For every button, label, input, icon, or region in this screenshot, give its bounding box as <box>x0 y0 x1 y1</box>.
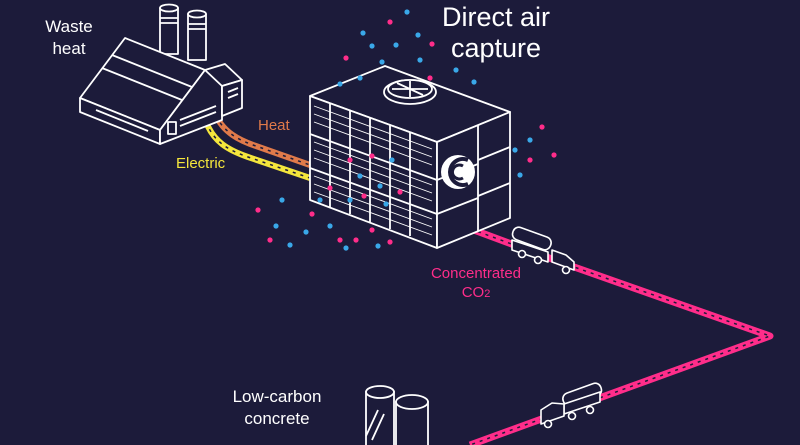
particle-pink <box>347 157 353 163</box>
particle-pink <box>327 185 333 191</box>
particle-blue <box>337 81 343 87</box>
particle-blue <box>347 197 353 203</box>
particle-pink <box>267 237 273 243</box>
silo-icon <box>365 385 429 445</box>
particle-blue <box>327 223 333 229</box>
particle-blue <box>415 32 421 38</box>
particle-blue <box>375 243 381 249</box>
particle-blue <box>287 242 293 248</box>
particle-blue <box>404 9 410 15</box>
label-low-carbon-concrete: Low-carbon concrete <box>212 386 342 430</box>
particle-blue <box>343 245 349 251</box>
particle-blue <box>377 183 383 189</box>
particle-blue <box>357 173 363 179</box>
label-concentrated-co2: Concentrated CO2 <box>416 264 536 304</box>
co2-subscript: 2 <box>484 288 491 300</box>
particle-blue <box>369 43 375 49</box>
title-line-2: capture <box>450 33 542 63</box>
particle-blue <box>389 157 395 163</box>
particle-pink <box>397 189 403 195</box>
co2-text: CO <box>461 284 485 301</box>
dac-unit <box>309 65 511 249</box>
particle-blue <box>383 201 389 207</box>
particle-pink <box>361 193 367 199</box>
particle-pink <box>551 152 557 158</box>
climeworks-c-logo <box>441 155 475 189</box>
tanker-truck-icon-2 <box>540 382 603 429</box>
waste-heat-line-1: Waste <box>45 17 93 36</box>
title-direct-air-capture: Direct air capture <box>426 2 566 64</box>
particle-pink <box>429 41 435 47</box>
particle-blue <box>317 197 323 203</box>
particle-blue <box>517 172 523 178</box>
tanker-truck-icon <box>511 226 575 275</box>
co2-pipeline <box>461 222 774 445</box>
concentrated-line-1: Concentrated <box>430 265 522 282</box>
particle-pink <box>309 211 315 217</box>
particle-blue <box>379 59 385 65</box>
particle-pink <box>343 55 349 61</box>
particle-pink <box>255 207 261 213</box>
particle-pink <box>427 75 433 81</box>
label-heat: Heat <box>258 117 290 134</box>
particle-blue <box>360 30 366 36</box>
particle-blue <box>303 229 309 235</box>
particle-blue <box>273 223 279 229</box>
title-line-1: Direct air <box>441 2 550 32</box>
particle-pink <box>353 237 359 243</box>
co2-particles <box>255 9 557 251</box>
waste-heat-line-2: heat <box>52 39 86 58</box>
concrete-line-1: Low-carbon <box>232 387 322 406</box>
particle-pink <box>387 239 393 245</box>
factory-icon <box>79 3 243 145</box>
particle-pink <box>337 237 343 243</box>
particle-pink <box>369 153 375 159</box>
particle-pink <box>527 157 533 163</box>
particle-blue <box>453 67 459 73</box>
particle-blue <box>417 57 423 63</box>
particle-blue <box>527 137 533 143</box>
particle-pink <box>539 124 545 130</box>
particle-pink <box>369 227 375 233</box>
particle-blue <box>471 79 477 85</box>
concentrated-line-2: CO2 <box>416 283 536 304</box>
label-electric: Electric <box>176 155 226 172</box>
fan-icon <box>383 79 437 105</box>
particle-pink <box>387 19 393 25</box>
label-waste-heat: Waste heat <box>34 16 104 60</box>
particle-blue <box>357 75 363 81</box>
particle-blue <box>512 147 518 153</box>
particle-blue <box>393 42 399 48</box>
concrete-line-2: concrete <box>244 409 310 428</box>
particle-blue <box>279 197 285 203</box>
